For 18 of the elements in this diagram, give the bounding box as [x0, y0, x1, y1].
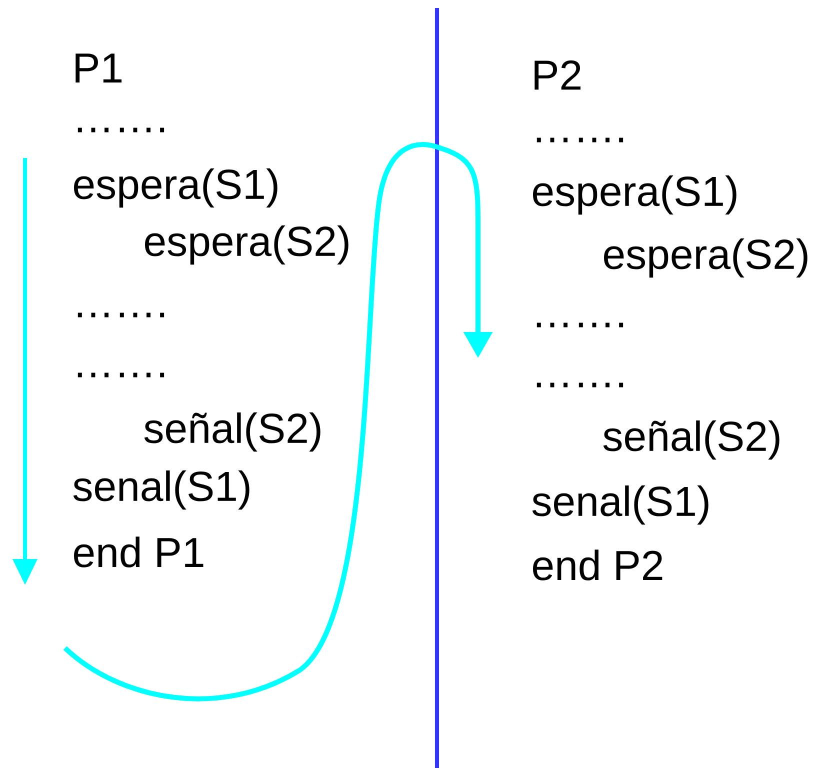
code-line: ……. — [78, 372, 164, 378]
code-line: end P2 — [533, 550, 662, 580]
code-line: ……. — [78, 128, 164, 132]
code-line: P2 — [534, 60, 580, 90]
code-line: señal(S2) — [603, 420, 780, 460]
code-line: señal(S2) — [144, 412, 320, 452]
code-line: ……. — [536, 322, 624, 328]
code-line: P1 — [76, 54, 122, 82]
code-line: senal(S1) — [532, 485, 708, 525]
code-line: ……. — [536, 382, 624, 388]
code-line: ……. — [78, 312, 164, 318]
code-line: espera(S2) — [145, 225, 348, 265]
code-line: ……. — [536, 138, 624, 142]
code-line: senal(S1) — [73, 470, 250, 510]
code-line: espera(S1) — [533, 175, 736, 215]
code-line: espera(S1) — [74, 168, 278, 208]
code-line: espera(S2) — [604, 238, 808, 278]
code-line: end P1 — [74, 536, 204, 568]
